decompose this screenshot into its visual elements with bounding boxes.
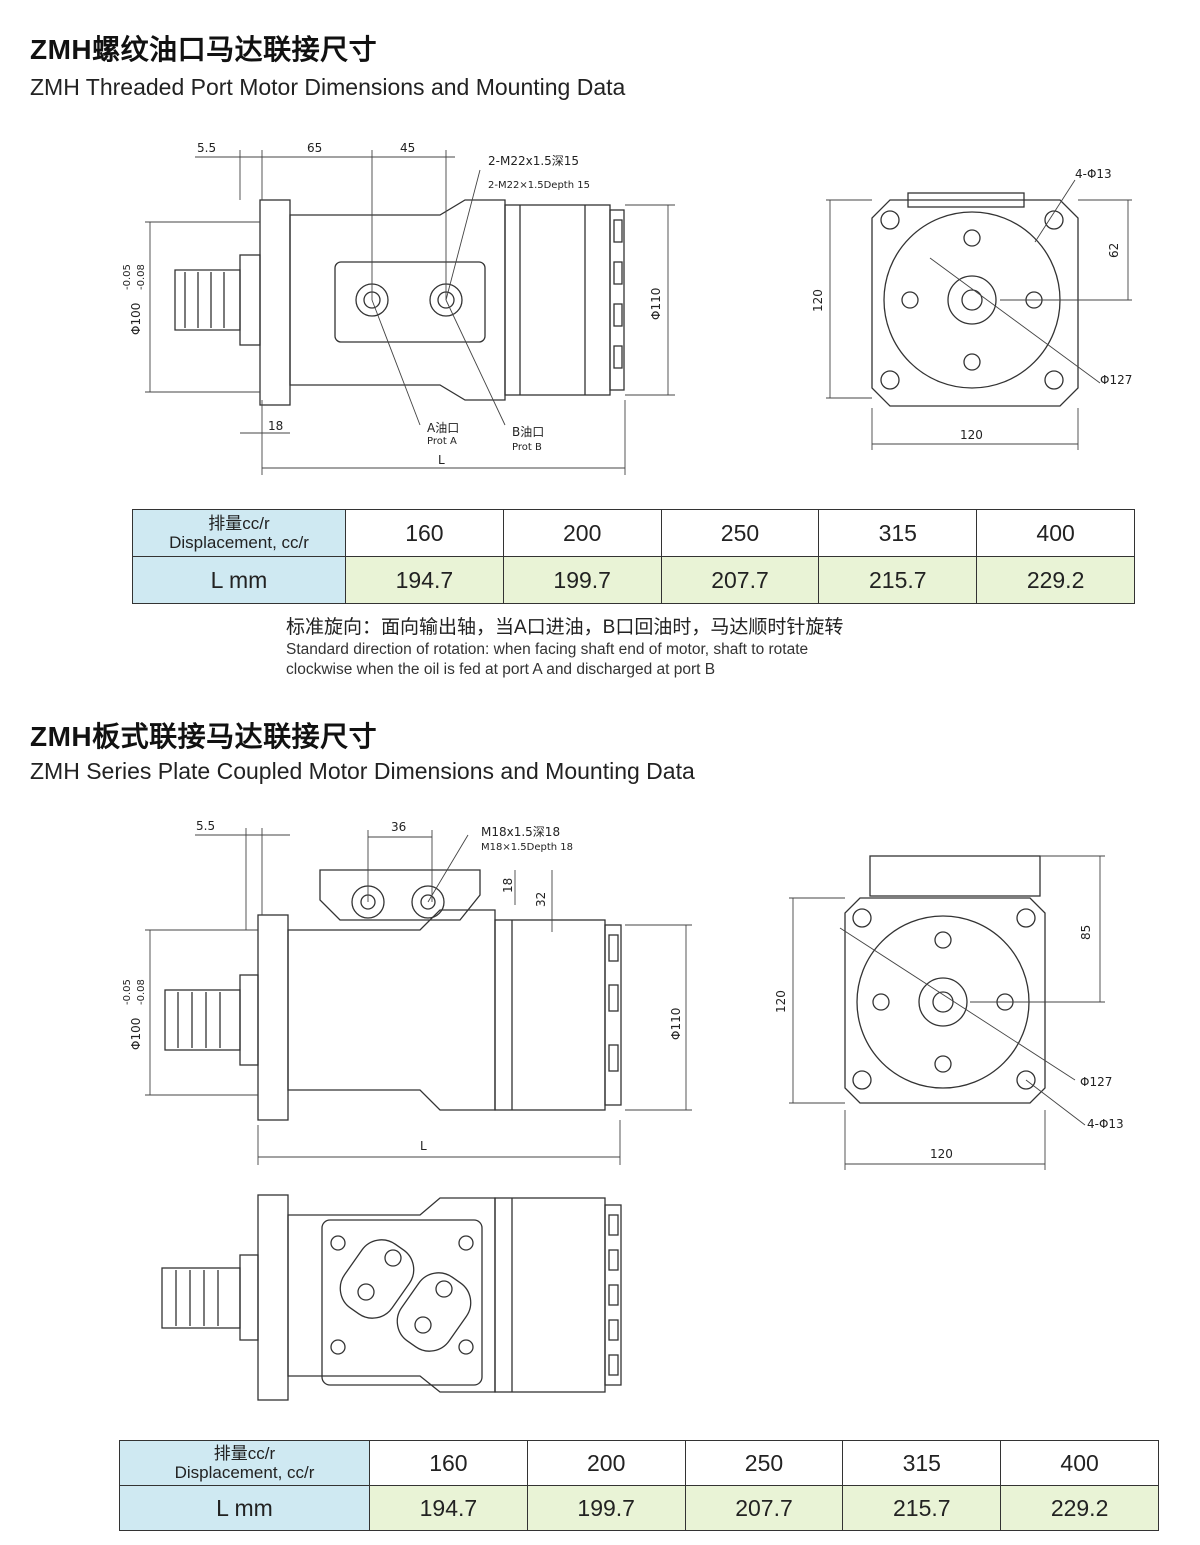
row-label-L: L mm (132, 556, 346, 604)
table-header-cell: 排量cc/r Displacement, cc/r (119, 1440, 370, 1486)
dim-45: 45 (400, 141, 415, 155)
table-header-cell: 排量cc/r Displacement, cc/r (132, 509, 346, 557)
note-en-2: clockwise when the oil is fed at port A … (286, 661, 716, 678)
section2-drawing: 5.5 36 M18x1.5深18 M18×1.5Depth 18 18 32 … (0, 800, 1200, 1420)
disp-cell: 315 (818, 509, 978, 557)
holes-2: 4-Φ13 (1087, 1117, 1124, 1131)
note-en-1: Standard direction of rotation: when fac… (286, 641, 809, 658)
dim-32: 32 (534, 892, 548, 907)
shaft-dia: Φ100 (129, 303, 143, 335)
row-label-L: L mm (119, 1485, 370, 1531)
spec-table-2: 排量cc/r Displacement, cc/r 160 200 250 31… (119, 1440, 1159, 1531)
disp-cell: 250 (684, 1440, 844, 1486)
port-thread-en-b: M18×1.5Depth 18 (481, 842, 573, 853)
port-b-cn: B油口 (512, 425, 544, 439)
section2-title-en: ZMH Series Plate Coupled Motor Dimension… (30, 758, 695, 784)
holes-1: 4-Φ13 (1075, 167, 1112, 181)
port-thread-en: 2-M22×1.5Depth 15 (488, 180, 590, 191)
flange-outline (259, 199, 291, 406)
disp-cell: 160 (369, 1440, 528, 1486)
top-view-2 (161, 1194, 622, 1401)
pcd-127: Φ127 (1100, 373, 1132, 387)
dim-36: 36 (391, 820, 406, 834)
port-thread-cn: 2-M22x1.5深15 (488, 154, 579, 168)
height-120-b: 120 (774, 990, 788, 1013)
side-view-2 (164, 869, 622, 1121)
shaft-tol-top: -0.05 (122, 264, 133, 290)
shaft-dia-b: Φ100 (129, 1018, 143, 1050)
length-cell: 215.7 (842, 1485, 1002, 1531)
front-view-1 (871, 192, 1079, 407)
disp-cell: 400 (1000, 1440, 1159, 1486)
disp-cell: 200 (526, 1440, 686, 1486)
center-h-85: 85 (1079, 925, 1093, 940)
disp-cell: 250 (660, 509, 820, 557)
section1-title-en: ZMH Threaded Port Motor Dimensions and M… (30, 74, 626, 100)
length-cell: 199.7 (502, 556, 662, 604)
disp-cell: 200 (502, 509, 662, 557)
width-120: 120 (960, 428, 983, 442)
disp-cell: 315 (842, 1440, 1002, 1486)
dim-65: 65 (307, 141, 322, 155)
header-cn: 排量cc/r (208, 514, 270, 533)
header-en: Displacement, cc/r (169, 533, 309, 552)
header-cn: 排量cc/r (213, 1444, 276, 1463)
length-cell: 229.2 (976, 556, 1135, 604)
length-cell: 194.7 (345, 556, 504, 604)
length-cell: 215.7 (818, 556, 978, 604)
body-dia-b: Φ110 (669, 1008, 683, 1040)
length-cell: 199.7 (526, 1485, 686, 1531)
housing-outline (289, 199, 506, 401)
shaft-tol-bot: -0.08 (136, 264, 147, 290)
port-a-en: Prot A (427, 436, 457, 447)
width-120-b: 120 (930, 1147, 953, 1161)
spec-table-1: 排量cc/r Displacement, cc/r 160 200 250 31… (132, 509, 1135, 604)
section1-drawing: 5.5 65 45 2-M22x1.5深15 2-M22×1.5Depth 15… (0, 130, 1200, 490)
port-a-cn: A油口 (427, 421, 459, 435)
shaft-tol-bot-b: -0.08 (136, 979, 147, 1005)
port-thread-cn-b: M18x1.5深18 (481, 825, 560, 839)
body-dia: Φ110 (649, 288, 663, 320)
flange-th: 18 (268, 419, 283, 433)
height-120: 120 (811, 289, 825, 312)
section2-title-cn: ZMH板式联接马达联接尺寸 (30, 721, 378, 752)
dim-5-5: 5.5 (197, 141, 216, 155)
dim-18-b: 18 (501, 878, 515, 893)
length-cell: 207.7 (684, 1485, 844, 1531)
gerotor-body (504, 204, 611, 396)
header-en: Displacement, cc/r (174, 1463, 315, 1482)
length-L: L (438, 453, 445, 467)
shaft-tol-top-b: -0.05 (122, 979, 133, 1005)
port-block (334, 261, 486, 343)
note-cn: 标准旋向：面向输出轴，当A口进油，B口回油时，马达顺时针旋转 (286, 617, 844, 638)
length-cell: 207.7 (660, 556, 820, 604)
section1-title-cn: ZMH螺纹油口马达联接尺寸 (30, 34, 378, 65)
length-L-b: L (420, 1139, 427, 1153)
length-cell: 194.7 (369, 1485, 528, 1531)
dim-5-5-b: 5.5 (196, 819, 215, 833)
rotation-note: 标准旋向：面向输出轴，当A口进油，B口回油时，马达顺时针旋转 Standard … (286, 618, 843, 680)
port-b-en: Prot B (512, 442, 542, 453)
center-h-62: 62 (1107, 243, 1121, 258)
pcd-127-b: Φ127 (1080, 1075, 1112, 1089)
disp-cell: 160 (345, 509, 504, 557)
disp-cell: 400 (976, 509, 1135, 557)
length-cell: 229.2 (1000, 1485, 1159, 1531)
front-view-2 (844, 855, 1046, 1104)
